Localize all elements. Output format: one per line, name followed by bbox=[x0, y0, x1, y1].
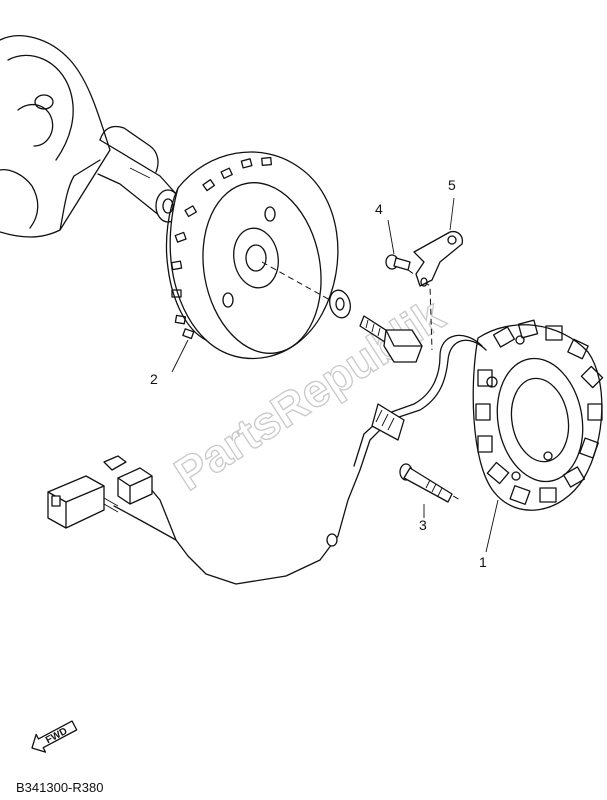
wire-harness bbox=[113, 334, 487, 585]
stator-coil bbox=[472, 319, 604, 511]
fwd-label: FWD bbox=[44, 726, 69, 746]
leader-lines bbox=[171, 197, 499, 553]
stator-bolt-part-3 bbox=[399, 463, 453, 503]
connector-small bbox=[103, 455, 153, 505]
fwd-arrow-icon: FWD bbox=[31, 720, 78, 753]
callout-4: 4 bbox=[375, 201, 383, 217]
connector-large bbox=[47, 475, 119, 529]
crankshaft bbox=[0, 35, 181, 238]
flywheel-rotor bbox=[165, 151, 339, 360]
callout-5: 5 bbox=[448, 177, 456, 193]
washer bbox=[329, 289, 351, 319]
callout-2: 2 bbox=[150, 371, 158, 387]
screw-part-4 bbox=[385, 254, 411, 271]
callout-3: 3 bbox=[419, 517, 427, 533]
clamp-part-5 bbox=[413, 230, 464, 287]
diagram-code: B341300-R380 bbox=[16, 780, 103, 795]
flywheel-bolt bbox=[359, 315, 423, 363]
callout-1: 1 bbox=[479, 554, 487, 570]
